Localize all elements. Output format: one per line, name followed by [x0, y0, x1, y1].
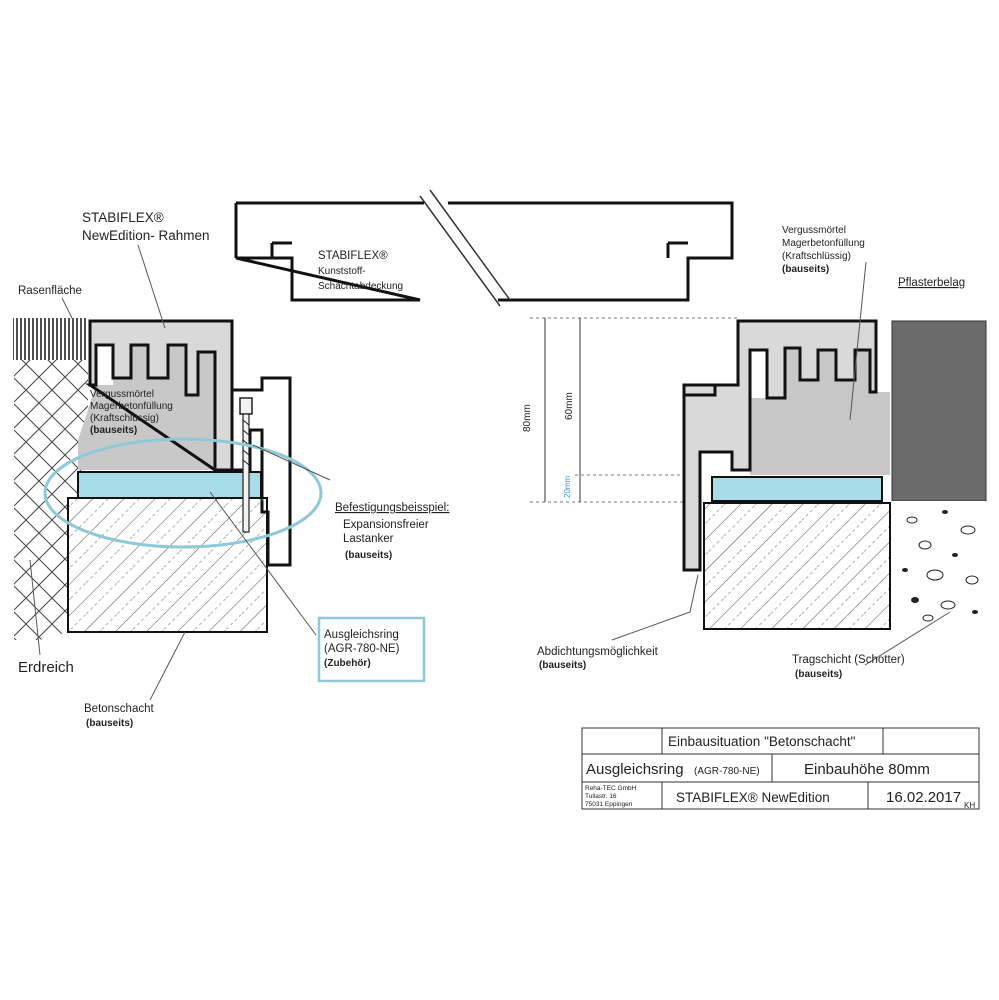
leader-lawn [61, 297, 74, 321]
leader-fastening [252, 444, 331, 481]
cover-title: STABIFLEX® [318, 250, 388, 262]
grout-left-line-1: Vergussmörtel [90, 389, 154, 400]
fastening-line-3: (bauseits) [345, 550, 392, 561]
ring-label-line-1: Ausgleichsring [324, 629, 399, 641]
title-block-date: 16.02.2017 [886, 789, 961, 806]
ring-label-box [317, 616, 426, 683]
break-line-2 [429, 189, 511, 301]
title-block-company-1: Reha-TEC GmbH [585, 785, 637, 792]
fastening-line-1: Expansionsfreier [343, 519, 429, 531]
shaft-label-line-2: (bauseits) [86, 718, 133, 729]
frame-title: STABIFLEX® [82, 210, 164, 225]
concrete-shaft-left [67, 497, 268, 633]
leader-seal [611, 574, 699, 641]
leader-shaft [149, 631, 186, 701]
dim-80: 80mm [522, 404, 533, 432]
cover-line-1: Kunststoff- [318, 266, 366, 277]
cover-profile [234, 189, 734, 307]
dim-60: 60mm [564, 392, 575, 420]
frame-subtitle: NewEdition- Rahmen [82, 228, 210, 243]
break-line-1 [419, 195, 501, 307]
soil-area [14, 360, 88, 640]
grout-right-line-2: Magerbetonfüllung [782, 238, 865, 249]
concrete-shaft-right [703, 502, 891, 630]
cover-line-2: Schachtabdeckung [318, 281, 403, 292]
grout-right-line-1: Vergussmörtel [782, 225, 846, 236]
lawn-label: Rasenfläche [18, 285, 82, 297]
leader-soil [29, 559, 41, 656]
ring-label-line-2: (AGR-780-NE) [324, 643, 400, 655]
leader-frame [137, 244, 166, 329]
base-label-line-1: Tragschicht (Schotter) [792, 654, 905, 666]
base-label-line-2: (bauseits) [795, 669, 842, 680]
paving-block [891, 320, 987, 502]
anchor-bolt [239, 397, 253, 533]
leader-base [864, 611, 951, 666]
ring-label-line-3: (Zubehör) [324, 658, 371, 669]
grout-left-line-4: (bauseits) [90, 425, 137, 436]
title-block-company-2: Tullastr. 16 [585, 793, 617, 800]
title-block-initials: KH [964, 801, 975, 810]
shaft-label-line-1: Betonschacht [84, 703, 154, 715]
ring-highlight [43, 437, 323, 549]
title-block-situation: Einbausituation "Betonschacht" [668, 734, 856, 749]
grout-left-line-3: (Kraftschlüssig) [90, 413, 159, 424]
title-block-height: Einbauhöhe 80mm [804, 761, 930, 778]
title-block [581, 727, 980, 810]
compensation-ring-right [711, 476, 883, 502]
grout-right-line-4: (bauseits) [782, 264, 829, 275]
compensation-ring-left [77, 471, 262, 499]
fastening-line-2: Lastanker [343, 533, 394, 545]
grout-left-line-2: Magerbetonfüllung [90, 401, 173, 412]
seal-label-line-2: (bauseits) [539, 660, 586, 671]
title-block-series: STABIFLEX® NewEdition [676, 790, 830, 805]
gravel-base [892, 501, 986, 626]
title-block-company-3: 75031 Eppingen [585, 801, 633, 808]
soil-label: Erdreich [18, 659, 74, 676]
seal-label-line-1: Abdichtungsmöglichkeit [537, 646, 659, 658]
fastening-title: Befestigungsbeisspiel: [335, 502, 449, 514]
title-block-product-code: (AGR-780-NE) [694, 766, 760, 777]
dim-20: 20mm [563, 475, 572, 498]
dimensions [530, 317, 740, 503]
lawn-surface [13, 318, 88, 360]
leader-grout-right [849, 261, 867, 421]
grout-right-line-3: (Kraftschlüssig) [782, 251, 851, 262]
title-block-product: Ausgleichsring [586, 761, 684, 778]
paving-label: Pflasterbelag [898, 277, 965, 289]
leader-ring [209, 491, 317, 636]
